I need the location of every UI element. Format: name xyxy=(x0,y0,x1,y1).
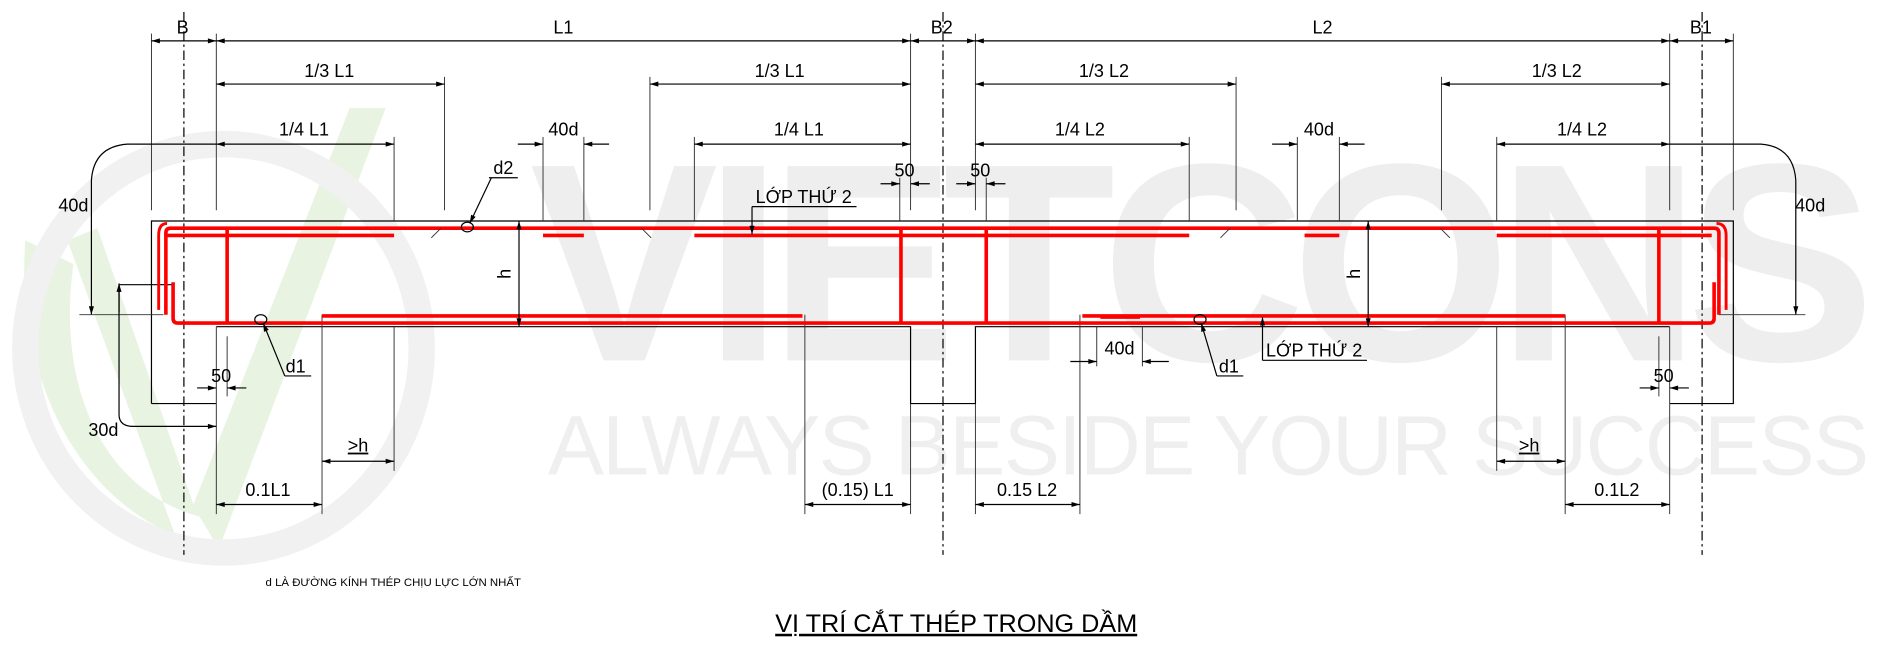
dim-cover-bottom-right: 50 xyxy=(1654,366,1674,386)
dim-l1: L1 xyxy=(553,18,573,38)
cover-dimensions: 50 50 50 50 xyxy=(197,161,1689,391)
footnote: d LÀ ĐƯỜNG KÍNH THÉP CHỊU LỰC LỚN NHẤT xyxy=(266,576,521,589)
watermark: VIETCONS ALWAYS BESIDE YOUR SUCCESS xyxy=(12,104,1875,566)
span-dimensions: B L1 B2 L2 B1 xyxy=(151,18,1734,44)
dim-cover-top-right: 50 xyxy=(970,161,990,181)
dim-b2: B2 xyxy=(931,18,953,38)
height-dimensions: h h >h >h xyxy=(322,221,1566,464)
bar-d1-right-marker xyxy=(1193,314,1207,325)
dim-quarter-l2-left: 1/4 L2 xyxy=(1055,120,1105,140)
dim-anchor-left: 40d xyxy=(58,195,88,215)
dim-third-l1-left: 1/3 L1 xyxy=(304,61,354,81)
bar-d1-left-marker xyxy=(254,314,268,325)
quarter-span-dimensions: 1/4 L1 1/4 L1 1/4 L2 1/4 L2 xyxy=(216,120,1670,147)
dim-lap-bottom-l2: 40d xyxy=(1105,338,1135,358)
lap-dimensions: 40d 40d 40d 40d 40d 30d xyxy=(58,120,1825,440)
dim-ge-h-left: >h xyxy=(348,436,369,456)
dim-l2: L2 xyxy=(1313,18,1333,38)
bar-d2-marker xyxy=(460,221,474,233)
dim-cover-top-left: 50 xyxy=(895,161,915,181)
third-span-dimensions: 1/3 L1 1/3 L1 1/3 L2 1/3 L2 xyxy=(216,61,1670,87)
label-d1-left: d1 xyxy=(286,356,306,376)
dim-quarter-l2-right: 1/4 L2 xyxy=(1557,120,1607,140)
dim-ge-h-right: >h xyxy=(1519,436,1540,456)
rebar xyxy=(157,221,1728,325)
dim-hook-left: 30d xyxy=(88,420,118,440)
label-d1-right: d1 xyxy=(1219,356,1239,376)
extension-lines xyxy=(150,33,1734,515)
watermark-brand: VIETCONS xyxy=(530,104,1875,420)
label-layer2-bottom: LỚP THỨ 2 xyxy=(1266,340,1362,361)
dim-bottom-l1-right: (0.15) L1 xyxy=(822,480,894,500)
dim-b1: B1 xyxy=(1690,18,1712,38)
watermark-slogan: ALWAYS BESIDE YOUR SUCCESS xyxy=(548,398,1869,492)
dim-bottom-l2-right: 0.1L2 xyxy=(1594,480,1639,500)
dim-third-l2-left: 1/3 L2 xyxy=(1079,61,1129,81)
beam-outline xyxy=(150,220,1734,515)
dim-anchor-right: 40d xyxy=(1795,195,1825,215)
dim-quarter-l1-left: 1/4 L1 xyxy=(279,120,329,140)
dim-third-l2-right: 1/3 L2 xyxy=(1532,61,1582,81)
dim-quarter-l1-right: 1/4 L1 xyxy=(774,120,824,140)
dim-cover-bottom-left: 50 xyxy=(211,366,231,386)
bottom-cut-dimensions: 0.1L1 (0.15) L1 0.15 L2 0.1L2 xyxy=(216,480,1670,507)
dim-h-l2: h xyxy=(1344,269,1364,279)
dim-third-l1-right: 1/3 L1 xyxy=(755,61,805,81)
dim-lap-top-l1: 40d xyxy=(548,120,578,140)
dim-lap-top-l2: 40d xyxy=(1304,120,1334,140)
drawing-title: VỊ TRÍ CẮT THÉP TRONG DẦM xyxy=(775,608,1137,638)
dim-bottom-l1-left: 0.1L1 xyxy=(245,480,290,500)
label-layer2-top: LỚP THỨ 2 xyxy=(756,186,852,207)
bar-callouts: d2 d1 d1 LỚP THỨ 2 LỚP THỨ 2 xyxy=(254,158,1367,377)
label-d2: d2 xyxy=(493,158,513,178)
dim-b: B xyxy=(177,18,189,38)
column-centerlines xyxy=(183,12,1703,555)
watermark-logo-icon xyxy=(24,108,386,553)
dim-h-l1: h xyxy=(495,269,515,279)
dim-bottom-l2-left: 0.15 L2 xyxy=(997,480,1057,500)
